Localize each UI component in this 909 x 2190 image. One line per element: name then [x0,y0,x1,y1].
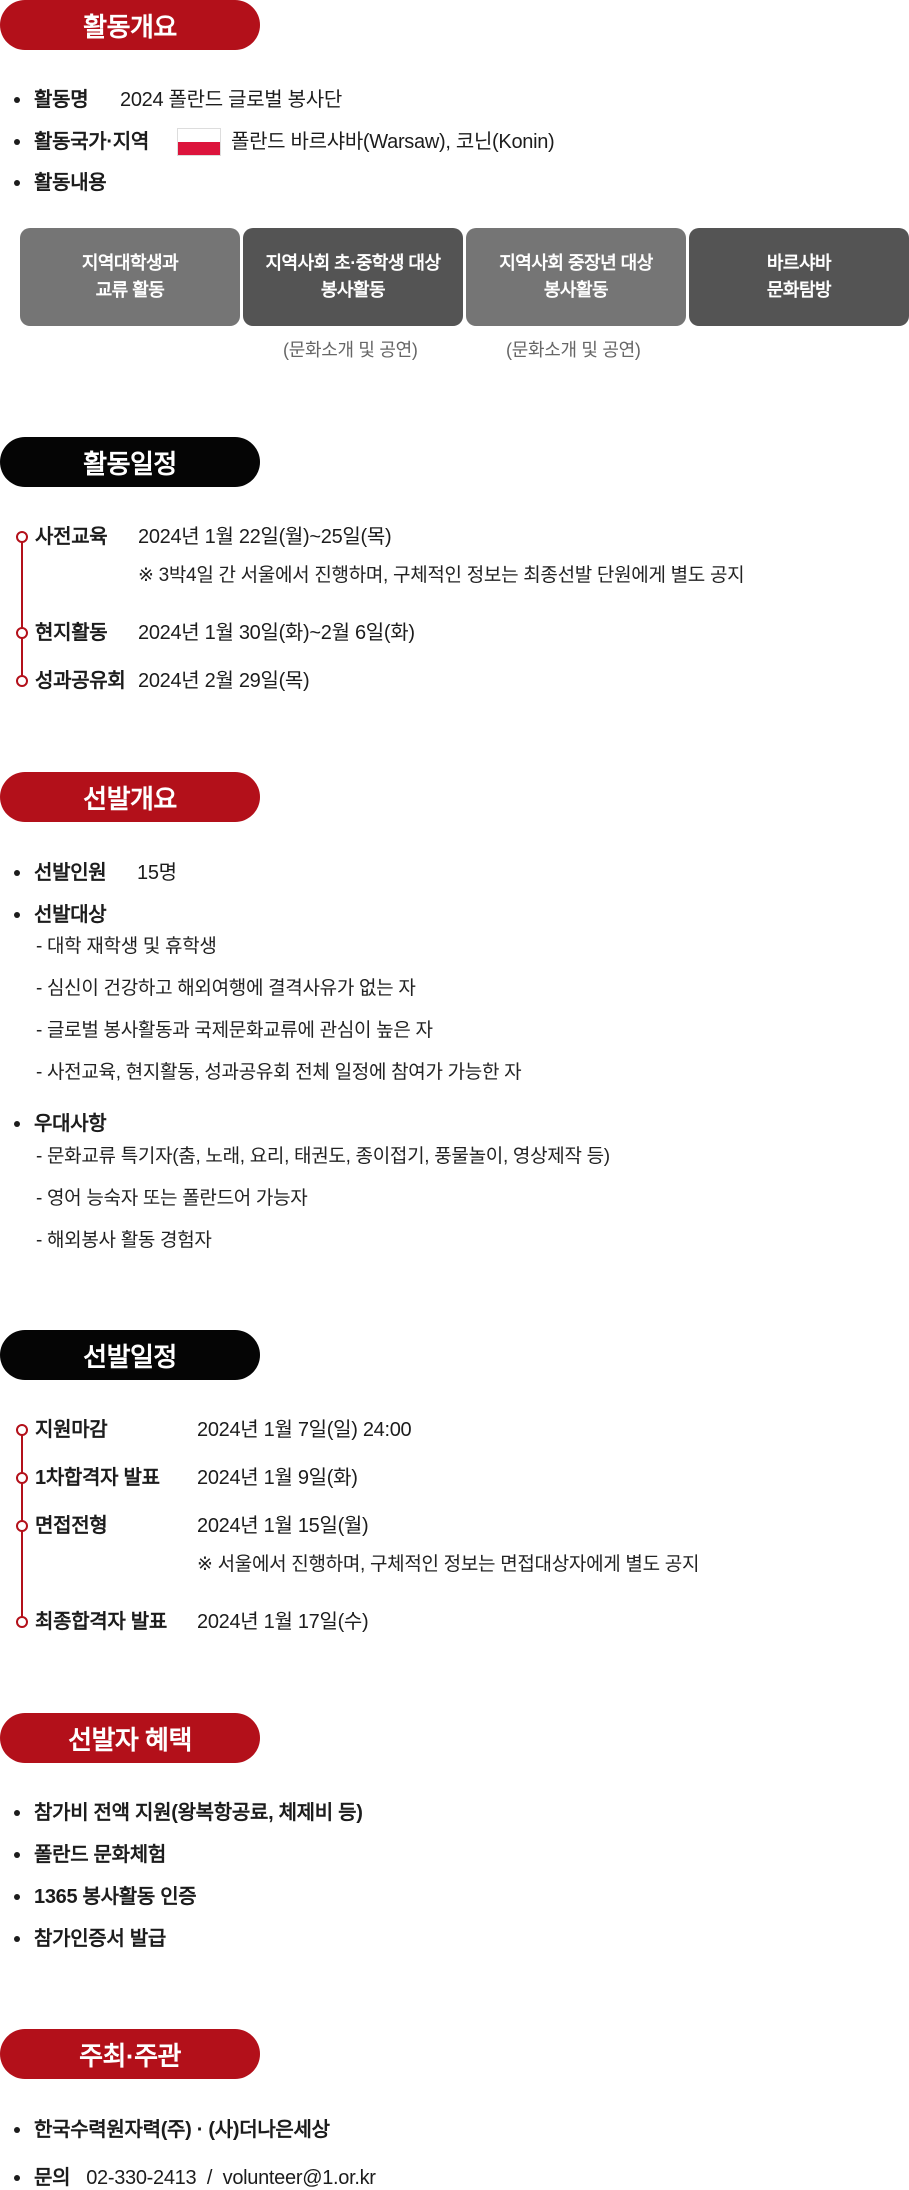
section-title-schedule: 활동일정 [0,437,260,487]
selection-target-item: - 심신이 건강하고 해외여행에 결격사유가 없는 자 [36,978,416,999]
schedule-value-sharing: 2024년 2월 29일(목) [138,670,310,692]
selection-target: 선발대상 [14,903,107,927]
benefit-item: 1365 봉사활동 인증 [14,1885,197,1909]
overview-item-name: 활동명 [14,88,89,112]
sel-schedule-value-first: 2024년 1월 9일(화) [197,1467,358,1489]
timeline-node [16,1520,28,1532]
selection-count: 선발인원 [14,861,107,885]
sel-schedule-label-deadline: 지원마감 [35,1419,108,1441]
bullet-dot [14,1936,20,1942]
section-title-host: 주최·주관 [0,2029,260,2079]
sel-schedule-label-interview: 면접전형 [35,1515,108,1537]
selection-target-item: - 글로벌 봉사활동과 국제문화교류에 관심이 높은 자 [36,1020,433,1041]
selection-pref-item: - 영어 능숙자 또는 폴란드어 가능자 [36,1188,308,1209]
poland-flag-icon [176,128,221,156]
section-title-benefits: 선발자 혜택 [0,1713,260,1763]
selection-preference: 우대사항 [14,1112,107,1136]
bullet-dot [14,1852,20,1858]
timeline-node [16,675,28,687]
timeline-line [21,537,23,681]
overview-region-value: 폴란드 바르샤바(Warsaw), 코닌(Konin) [230,131,555,153]
schedule-value-field: 2024년 1월 30일(화)~2월 6일(화) [138,622,415,644]
host-organizers: 한국수력원자력(주) · (사)더나은세상 [14,2118,330,2142]
timeline-node [16,627,28,639]
bullet-dot [14,97,20,103]
benefit-item: 폴란드 문화체험 [14,1843,166,1867]
sel-schedule-label-final: 최종합격자 발표 [35,1611,167,1633]
bullet-dot [14,870,20,876]
selection-pref-item: - 해외봉사 활동 경험자 [36,1230,212,1251]
host-contact-value: 02-330-2413 / volunteer@1.or.kr [86,2167,376,2189]
benefit-item: 참가인증서 발급 [14,1927,166,1951]
bullet-dot [14,180,20,186]
section-title-selection-schedule: 선발일정 [0,1330,260,1380]
activity-note-students: (문화소개 및 공연) [283,340,418,360]
bullet-dot [14,1894,20,1900]
timeline-node [16,1472,28,1484]
schedule-note-pretraining: ※ 3박4일 간 서울에서 진행하며, 구체적인 정보는 최종선발 단원에게 별… [138,565,745,586]
bullet-dot [14,2127,20,2133]
sel-schedule-note-interview: ※ 서울에서 진행하며, 구체적인 정보는 면접대상자에게 별도 공지 [197,1554,700,1575]
bullet-dot [14,1121,20,1127]
selection-target-item: - 사전교육, 현지활동, 성과공유회 전체 일정에 참여가 가능한 자 [36,1062,522,1083]
activity-box-students: 지역사회 초·중학생 대상 봉사활동 [243,228,463,326]
selection-pref-item: - 문화교류 특기자(춤, 노래, 요리, 태권도, 종이접기, 풍물놀이, 영… [36,1146,610,1167]
timeline-node [16,1424,28,1436]
sel-schedule-value-deadline: 2024년 1월 7일(일) 24:00 [197,1419,412,1441]
selection-target-item: - 대학 재학생 및 휴학생 [36,936,217,957]
activity-note-seniors: (문화소개 및 공연) [506,340,641,360]
selection-count-value: 15명 [137,862,177,884]
host-contact: 문의 02-330-2413 / volunteer@1.or.kr [14,2166,376,2190]
schedule-label-sharing: 성과공유회 [35,670,126,692]
overview-item-region: 활동국가·지역 폴란드 바르샤바(Warsaw), 코닌(Konin) [14,128,555,156]
activity-box-warsaw-tour: 바르샤바 문화탐방 [689,228,909,326]
section-title-overview: 활동개요 [0,0,260,50]
sel-schedule-label-first: 1차합격자 발표 [35,1467,160,1489]
activity-box-seniors: 지역사회 중장년 대상 봉사활동 [466,228,686,326]
timeline-node [16,1616,28,1628]
bullet-dot [14,139,20,145]
schedule-value-pretraining: 2024년 1월 22일(월)~25일(목) [138,526,392,548]
bullet-dot [14,912,20,918]
bullet-dot [14,2175,20,2181]
bullet-dot [14,1810,20,1816]
sel-schedule-value-interview: 2024년 1월 15일(월) [197,1515,369,1537]
activity-box-university: 지역대학생과 교류 활동 [20,228,240,326]
sel-schedule-value-final: 2024년 1월 17일(수) [197,1611,369,1633]
benefit-item: 참가비 전액 지원(왕복항공료, 체제비 등) [14,1801,363,1825]
overview-item-content: 활동내용 [14,171,107,195]
overview-name-value: 2024 폴란드 글로벌 봉사단 [120,89,342,111]
schedule-label-pretraining: 사전교육 [35,526,108,548]
section-title-selection: 선발개요 [0,772,260,822]
schedule-label-field: 현지활동 [35,622,108,644]
timeline-node [16,531,28,543]
